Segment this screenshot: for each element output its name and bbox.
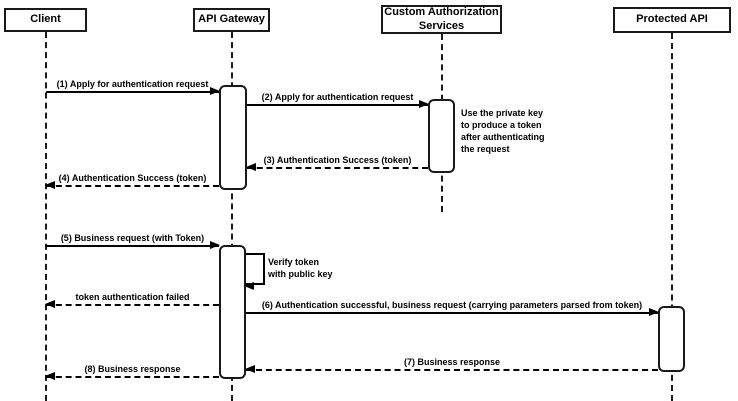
message-4-arrow [45,181,219,189]
arrowhead [245,365,255,373]
participant-api-gateway-label: API Gateway [198,13,265,26]
message-5-label: (5) Business request (with Token) [60,233,205,243]
arrowhead [45,372,55,380]
participant-protected-api-label: Protected API [636,13,708,26]
arrowhead [210,241,220,249]
participant-protected-api: Protected API [613,7,731,33]
verify-token-label: Verify token with public key [268,257,333,279]
arrowhead [210,87,220,95]
message-1-arrow [46,87,220,95]
message-7-arrow [245,365,658,373]
message-3-label: (3) Authentication Success (token) [263,155,412,165]
arrowhead [45,300,55,308]
activation-protected-api [658,306,685,372]
arrowhead [45,181,55,189]
participant-client: Client [4,8,87,32]
token-failed-label: token authentication failed [75,292,190,302]
token-failed-arrow [45,300,219,308]
lifeline-client [45,32,47,401]
participant-custom-auth-label: Custom Authorization Services [384,6,499,32]
message-8-label: (8) Business response [84,364,181,374]
activation-gateway-business [219,245,246,379]
message-8-arrow [45,372,219,380]
participant-api-gateway: API Gateway [193,8,270,32]
message-2-label: (2) Apply for authentication request [261,92,414,102]
lifeline-protected-api [671,33,673,401]
activation-gateway-auth [219,85,247,190]
activation-custom-auth [428,99,455,173]
message-3-arrow [246,163,428,171]
private-key-note: Use the private key to produce a token a… [461,108,545,154]
participant-client-label: Client [30,13,61,26]
message-2-arrow [247,100,429,108]
arrowhead [649,308,659,316]
message-4-label: (4) Authentication Success (token) [58,173,207,183]
message-7-label: (7) Business response [403,357,501,367]
arrowhead [246,163,256,171]
arrowhead [419,100,429,108]
participant-custom-auth: Custom Authorization Services [381,5,502,34]
arrowhead [244,282,254,290]
message-6-arrow [246,308,659,316]
message-5-arrow [46,241,220,249]
self-message-verify-token [244,253,265,290]
message-1-label: (1) Apply for authentication request [56,79,209,89]
lifeline-api-gateway [231,32,233,401]
message-6-label: (6) Authentication successful, business … [261,300,643,310]
